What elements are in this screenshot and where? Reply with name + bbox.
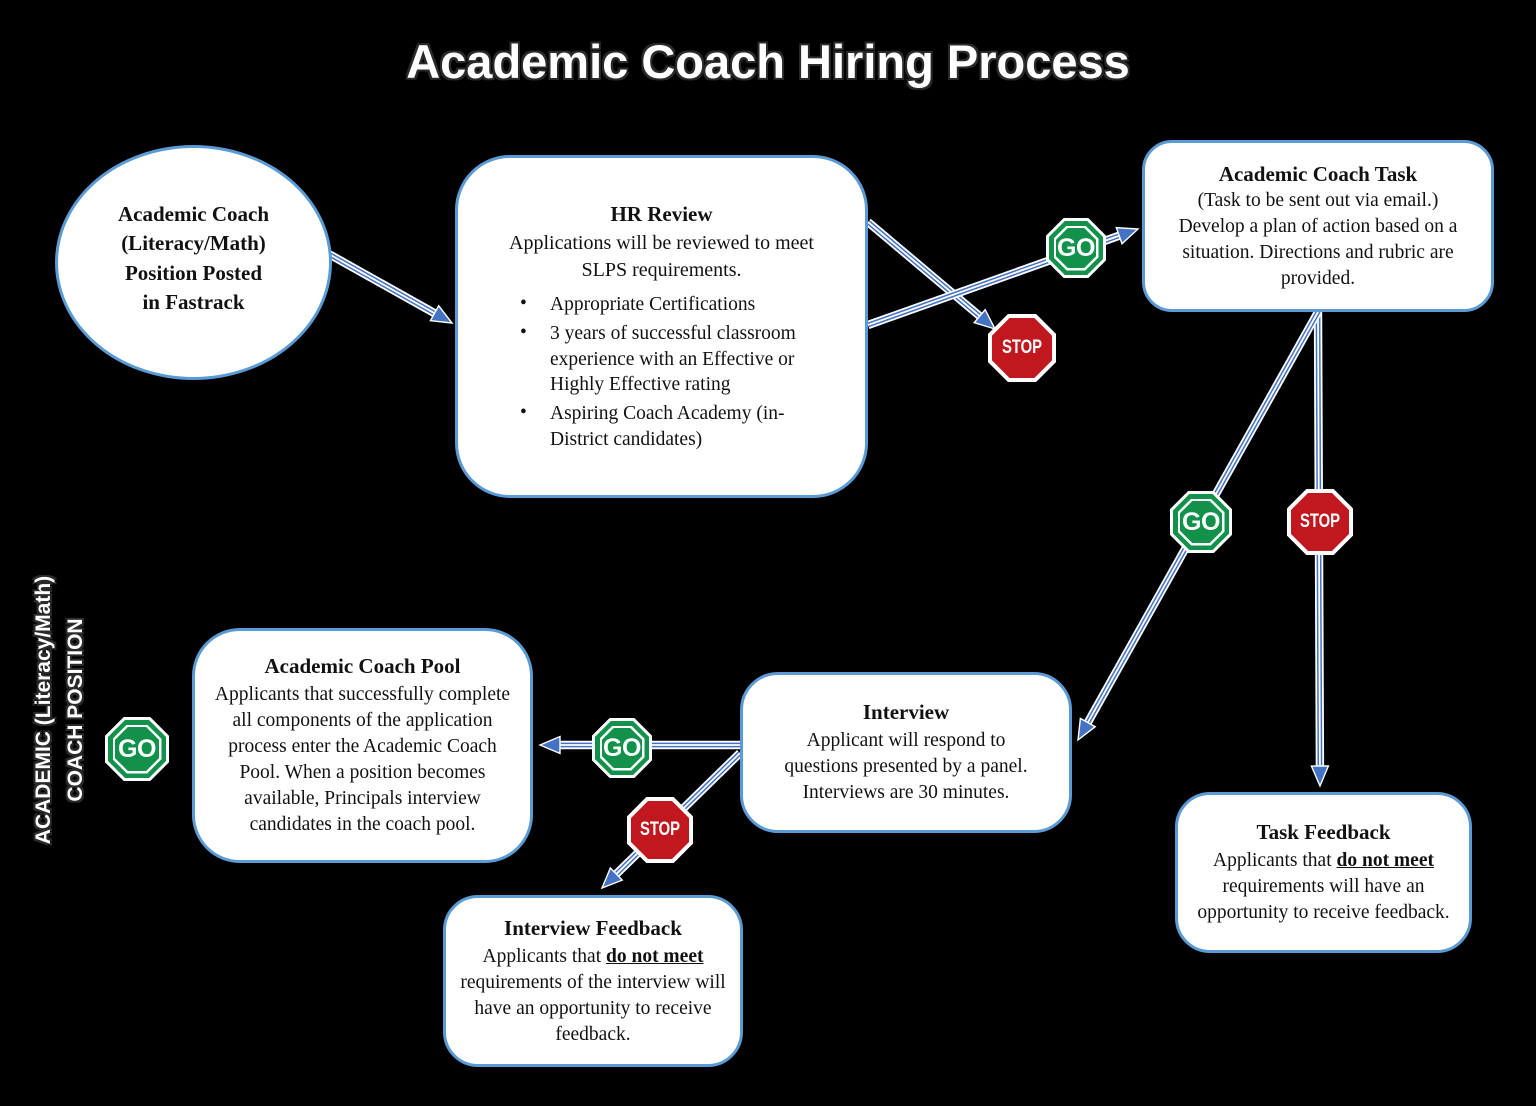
node-hr-review: HR Review Applications will be reviewed … — [455, 155, 868, 498]
node-position-posted-line: (Literacy/Math) — [121, 231, 266, 256]
node-task-feedback-title: Task Feedback — [1256, 819, 1391, 844]
interview-feedback-text: Applicants that — [482, 945, 606, 967]
stop-sign-label: STOP — [639, 819, 681, 840]
node-position-posted-line: Academic Coach — [117, 201, 270, 226]
node-coach-task-body: Develop a plan of action based on a situ… — [1178, 215, 1458, 289]
task-feedback-text: requirements will have an opportunity to… — [1197, 876, 1450, 924]
go-sign-label: GO — [1057, 233, 1095, 262]
go-sign-interview-to-pool: GO — [592, 718, 652, 778]
go-sign-hr-to-task: GO — [1046, 218, 1106, 278]
interview-feedback-text: requirements of the interview will have … — [460, 971, 726, 1045]
bullet-text: Aspiring Coach Academy (in-District cand… — [550, 403, 785, 450]
node-interview-feedback-body: Applicants that do not meet requirements… — [458, 944, 728, 1048]
node-interview-feedback-title: Interview Feedback — [504, 915, 682, 940]
bullet-text: 3 years of successful classroom experien… — [550, 323, 796, 396]
node-interview-feedback: Interview Feedback Applicants that do no… — [443, 895, 743, 1067]
hr-review-bullet-list: • Appropriate Certifications • 3 years o… — [484, 288, 839, 452]
node-interview-title: Interview — [862, 699, 950, 724]
node-coach-task-title: Academic Coach Task — [1218, 161, 1418, 186]
node-position-posted-line: in Fastrack — [142, 289, 245, 314]
node-interview: Interview Applicant will respond to ques… — [740, 672, 1072, 833]
stop-sign-hr-review: STOP — [988, 314, 1056, 382]
interview-feedback-emphasis: do not meet — [606, 945, 704, 967]
node-coach-pool: Academic Coach Pool Applicants that succ… — [192, 628, 533, 863]
node-hr-review-subtitle: Applications will be reviewed to meet SL… — [509, 232, 814, 281]
stop-sign-label: STOP — [1299, 511, 1341, 532]
node-position-posted: Academic Coach (Literacy/Math) Position … — [55, 145, 332, 380]
side-label: ACADEMIC (Literacy/Math) COACH POSITION — [28, 575, 98, 845]
node-coach-task-intro: (Task to be sent out via email.) — [1197, 189, 1439, 211]
go-sign-side-label: GO — [105, 717, 169, 781]
go-sign-task-to-interview: GO — [1170, 491, 1232, 553]
node-hr-review-title: HR Review — [610, 201, 713, 226]
node-task-feedback-body: Applicants that do not meet requirements… — [1192, 848, 1455, 926]
node-task-feedback: Task Feedback Applicants that do not mee… — [1175, 792, 1472, 953]
go-sign-label: GO — [118, 734, 156, 763]
stop-sign-task: STOP — [1287, 489, 1353, 555]
task-feedback-emphasis: do not meet — [1336, 850, 1434, 872]
node-coach-pool-title: Academic Coach Pool — [264, 654, 461, 679]
go-sign-label: GO — [1182, 507, 1220, 536]
node-coach-pool-body: Applicants that successfully complete al… — [214, 684, 511, 835]
bullet-dot: • — [520, 293, 527, 314]
bullet-item: • 3 years of successful classroom experi… — [510, 321, 833, 397]
go-sign-label: GO — [603, 733, 641, 762]
bullet-item: • Aspiring Coach Academy (in-District ca… — [510, 401, 833, 452]
bullet-dot: • — [520, 322, 527, 344]
bullet-dot: • — [520, 402, 527, 424]
side-label-line2: COACH POSITION — [63, 618, 87, 802]
node-coach-task: Academic Coach Task (Task to be sent out… — [1142, 140, 1494, 312]
bullet-item: • Appropriate Certifications — [510, 292, 833, 317]
page-title: Academic Coach Hiring Process — [406, 35, 1130, 88]
node-interview-body: Applicant will respond to questions pres… — [784, 730, 1028, 804]
task-feedback-text: Applicants that — [1213, 850, 1337, 872]
stop-sign-label: STOP — [1001, 337, 1043, 358]
bullet-text: Appropriate Certifications — [550, 294, 756, 315]
stop-sign-interview: STOP — [627, 797, 693, 863]
node-position-posted-line: Position Posted — [124, 260, 263, 285]
side-label-line1: ACADEMIC (Literacy/Math) — [32, 575, 55, 845]
